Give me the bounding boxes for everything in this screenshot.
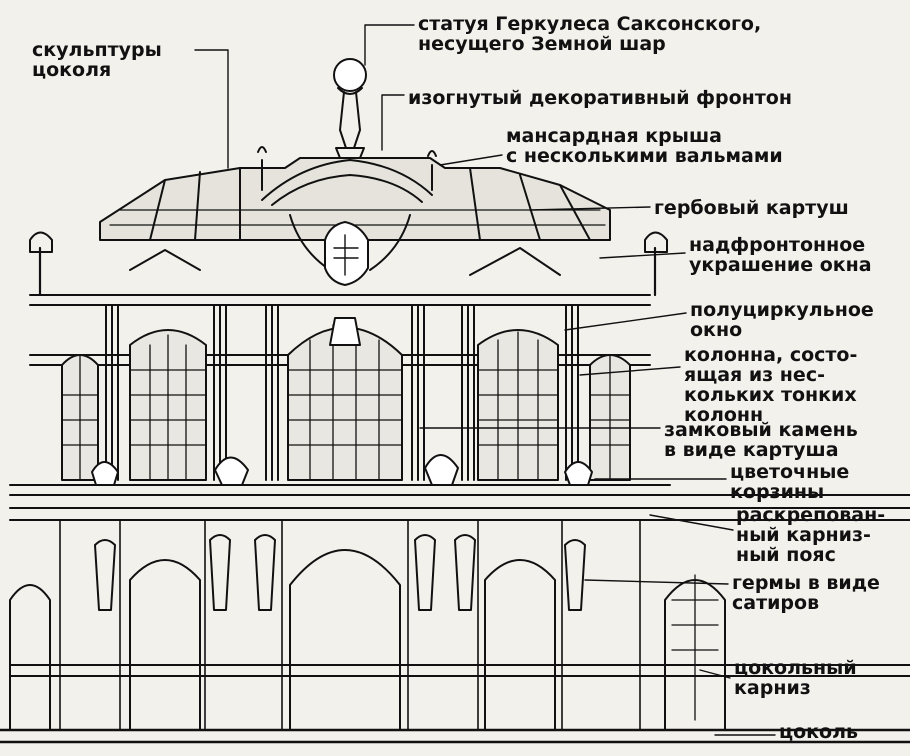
hercules-statue — [333, 58, 367, 159]
keystone-cartouche — [329, 317, 361, 346]
label-mansard-roof: мансардная крыша с несколькими вальмами — [506, 125, 783, 167]
semicircular-window — [61, 324, 631, 481]
pier-lines — [59, 519, 641, 731]
label-flower-baskets: цветочные корзины — [730, 461, 850, 503]
lower-arcade — [9, 549, 726, 731]
flower-basket — [91, 454, 593, 486]
clustered-column — [105, 304, 579, 481]
mansard-roof — [99, 157, 611, 241]
label-window-decoration: надфронтонное украшение окна — [689, 234, 872, 276]
coat-of-arms-cartouche — [324, 221, 369, 286]
roof-finials — [257, 146, 437, 191]
satyr-herm — [94, 534, 586, 611]
plinth — [0, 728, 910, 744]
label-plinth-sculptures: скульптуры цоколя — [32, 39, 162, 81]
label-satyr-herms: гермы в виде сатиров — [732, 572, 880, 614]
label-coat-of-arms-cartouche: гербовый картуш — [654, 197, 849, 219]
corner-urns — [29, 231, 668, 253]
leader-lines — [194, 24, 776, 736]
label-plinth-cornice: цокольный карниз — [734, 657, 857, 699]
label-plinth: цоколь — [779, 721, 859, 743]
label-keystone: замковый камень в виде картуша — [664, 419, 858, 461]
broken-cornice-belt — [9, 484, 910, 521]
window-crown-ornament — [129, 247, 561, 276]
label-hercules-statue: статуя Геркулеса Саксонского, несущего З… — [418, 13, 762, 55]
label-cornice-belt: раскрепован- ный карниз- ный пояс — [736, 504, 886, 566]
label-semicircular-window: полуциркульное окно — [690, 299, 874, 341]
plinth-cornice — [9, 664, 910, 677]
label-curved-pediment: изогнутый декоративный фронтон — [408, 87, 792, 109]
label-clustered-column: колонна, состо- ящая из нес- кольких тон… — [684, 344, 858, 426]
